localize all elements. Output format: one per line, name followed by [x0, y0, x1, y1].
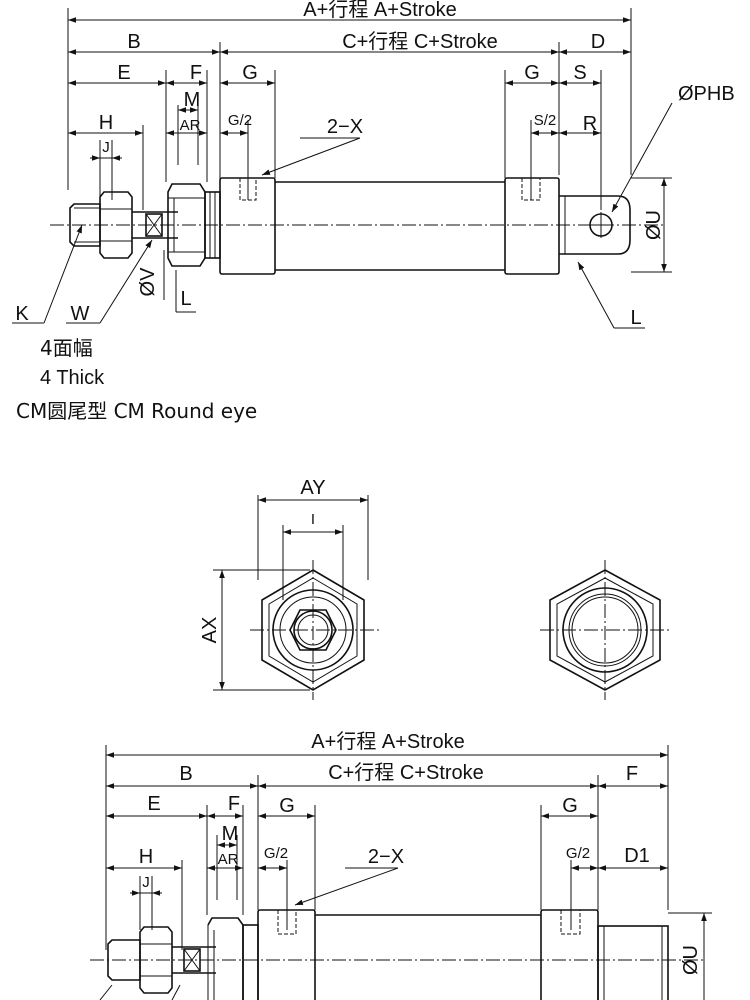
bottom-dim-g-right: G [562, 795, 578, 817]
bottom-dim-e: E [147, 793, 160, 815]
top-dim-g-left: G [242, 62, 258, 84]
bottom-dim-j: J [142, 874, 150, 891]
caption: CM圆尾型 CM Round eye [16, 399, 257, 423]
top-label-w: W [71, 303, 90, 325]
top-dim-ar: AR [180, 117, 201, 134]
end-dim-ay: AY [300, 477, 325, 499]
top-view [12, 8, 673, 329]
bottom-dim-overall: A+行程 A+Stroke [311, 730, 464, 753]
bottom-dim-d1: D1 [624, 845, 650, 867]
end-dim-i: I [311, 511, 315, 528]
top-pin-label: ØPHB [678, 83, 735, 105]
end-dim-ax: AX [199, 617, 221, 644]
top-dim-r: R [583, 113, 597, 135]
bottom-port-label: 2−X [368, 846, 404, 868]
top-dim-l-left: L [180, 288, 191, 310]
bottom-dim-b: B [179, 763, 192, 785]
top-dim-b: B [127, 31, 140, 53]
bottom-dim-u: ØU [680, 945, 702, 975]
top-dim-g2: G/2 [228, 112, 252, 129]
top-dim-u: ØU [643, 210, 665, 240]
top-dim-e: E [117, 62, 130, 84]
bottom-dim-g2-right: G/2 [566, 845, 590, 862]
top-dim-h: H [99, 112, 113, 134]
top-label-k: K [15, 303, 29, 325]
bottom-dim-g-left: G [279, 795, 295, 817]
top-dim-s: S [573, 62, 586, 84]
top-dim-s2: S/2 [534, 112, 557, 129]
top-dim-l-right: L [630, 307, 641, 329]
bottom-dim-ar: AR [218, 851, 239, 868]
top-dim-f: F [190, 62, 202, 84]
end-view-rear [540, 560, 670, 700]
bottom-dim-f-left: F [228, 793, 240, 815]
top-dim-v: ØV [137, 267, 159, 297]
top-dim-m: M [184, 89, 201, 111]
note-thick-en: 4 Thick [40, 367, 105, 389]
note-thick-cn: 4面幅 [40, 336, 93, 360]
top-port-label: 2−X [327, 116, 363, 138]
bottom-dim-h: H [139, 846, 153, 868]
bottom-view [90, 745, 712, 1000]
top-dim-g-right: G [524, 62, 540, 84]
top-dim-overall: A+行程 A+Stroke [303, 0, 456, 21]
bottom-dim-m: M [222, 823, 239, 845]
top-dim-d: D [591, 31, 605, 53]
bottom-dim-g2-left: G/2 [264, 845, 288, 862]
bottom-dim-f-right: F [626, 763, 638, 785]
bottom-dim-c: C+行程 C+Stroke [328, 761, 484, 784]
top-dim-j: J [102, 139, 110, 156]
top-dim-c: C+行程 C+Stroke [342, 30, 498, 53]
end-view-front [213, 495, 380, 700]
